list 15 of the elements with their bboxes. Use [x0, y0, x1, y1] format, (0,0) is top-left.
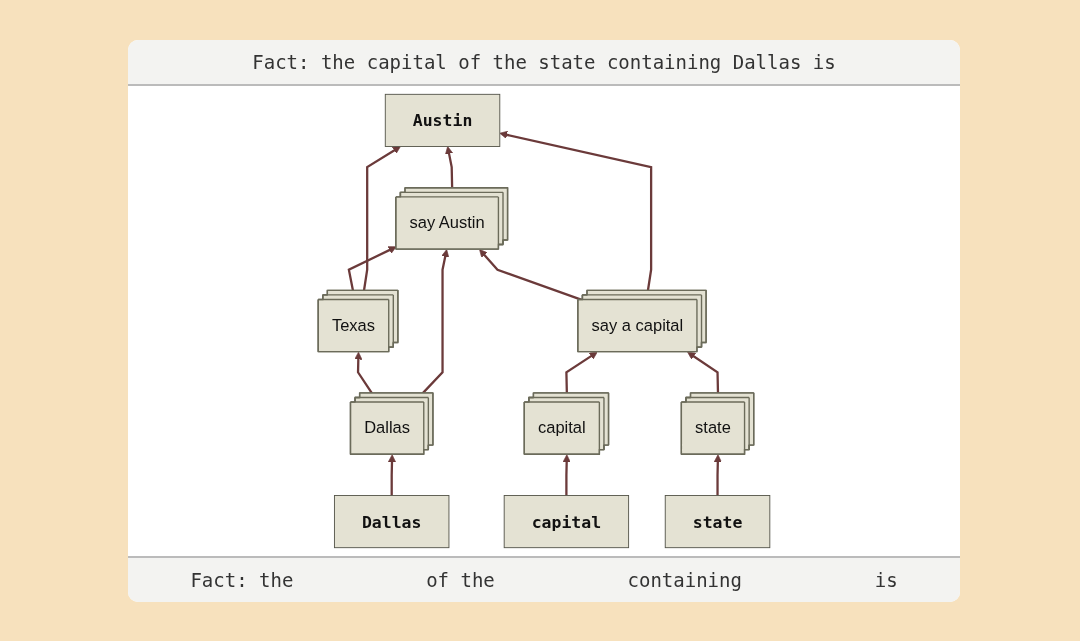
arrow	[499, 130, 653, 291]
prompt-text: of the	[426, 569, 495, 591]
node-box: capital	[503, 495, 630, 549]
arrow	[562, 454, 571, 496]
arrow	[362, 146, 401, 291]
node-box: state	[664, 495, 771, 549]
node-box: Austin	[384, 93, 501, 147]
arrow	[387, 454, 396, 496]
prompt-text: Fact: the capital of the state containing Dallas is	[252, 51, 836, 73]
prompt-text: containing	[627, 569, 742, 591]
node-box: Dallas	[334, 495, 450, 549]
prompt-text: Fact: the	[190, 569, 294, 591]
arrow	[713, 454, 722, 496]
arrow	[347, 246, 397, 291]
prompt-text: is	[874, 569, 898, 591]
